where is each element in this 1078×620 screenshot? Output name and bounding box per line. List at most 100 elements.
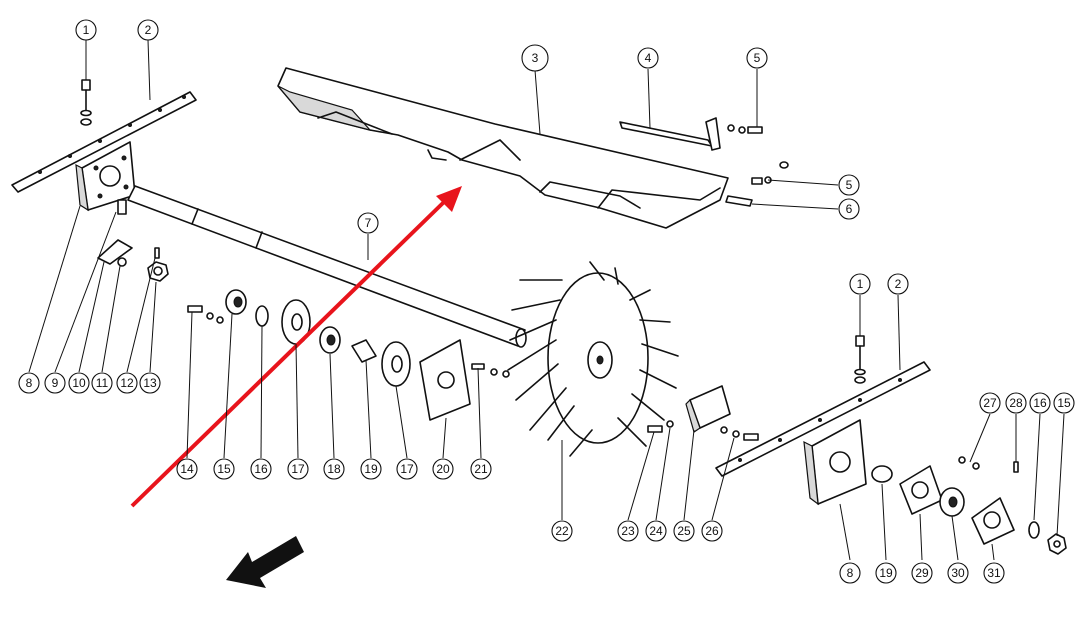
callout-label: 2	[145, 23, 152, 37]
callout-24: 24	[645, 520, 667, 542]
callout-19: 19	[360, 458, 382, 480]
callout-label: 6	[846, 202, 853, 216]
left-mounting-strip	[11, 91, 197, 193]
right-bearing-30	[939, 487, 965, 517]
callout-label: 4	[645, 51, 652, 65]
callout-label: 15	[1057, 396, 1071, 410]
callout-label: 29	[915, 566, 929, 580]
red-pointer-arrow	[130, 186, 462, 508]
callout-20: 20	[432, 458, 454, 480]
callout-1: 1	[75, 19, 97, 41]
callout-17: 17	[396, 458, 418, 480]
angle-bracket	[619, 117, 721, 151]
callout-label: 3	[532, 51, 539, 65]
callout-label: 31	[987, 566, 1001, 580]
callout-3-highlighted: 3	[521, 44, 549, 72]
block-bolt	[647, 420, 674, 433]
callout-label: 27	[983, 396, 997, 410]
callout-22: 22	[551, 520, 573, 542]
callout-label: 13	[143, 376, 157, 390]
callout-14: 14	[176, 458, 198, 480]
callout-5: 5	[838, 174, 860, 196]
callout-label: 24	[649, 524, 663, 538]
callout-label: 15	[217, 462, 231, 476]
right-mounting-strip	[715, 361, 931, 477]
callout-label: 17	[291, 462, 305, 476]
callout-9: 9	[44, 372, 66, 394]
block-bolt-set	[720, 426, 759, 441]
callout-30: 30	[947, 562, 969, 584]
front-ring	[255, 305, 269, 327]
callout-15: 15	[213, 458, 235, 480]
callout-2: 2	[887, 273, 909, 295]
callout-11: 11	[91, 372, 113, 394]
front-plate	[419, 339, 471, 421]
callout-8: 8	[18, 372, 40, 394]
callout-28: 28	[1005, 392, 1027, 414]
callout-label: 21	[474, 462, 488, 476]
callout-16: 16	[1029, 392, 1051, 414]
callout-10: 10	[68, 372, 90, 394]
callout-16: 16	[250, 458, 272, 480]
callout-23: 23	[617, 520, 639, 542]
front-small-bolt	[471, 363, 510, 378]
callout-26: 26	[701, 520, 723, 542]
callout-7: 7	[357, 212, 379, 234]
callout-label: 1	[857, 277, 864, 291]
callout-label: 19	[879, 566, 893, 580]
callout-label: 8	[847, 566, 854, 580]
callout-label: 22	[555, 524, 569, 538]
callout-label: 5	[754, 51, 761, 65]
callout-label: 14	[180, 462, 194, 476]
callout-8: 8	[839, 562, 861, 584]
top-cover-plate	[277, 67, 729, 229]
callout-label: 26	[705, 524, 719, 538]
front-sleeve	[351, 339, 377, 363]
front-bolt-washers	[187, 305, 224, 324]
right-flange-31	[971, 497, 1015, 545]
callout-label: 12	[120, 376, 134, 390]
callout-label: 1	[83, 23, 90, 37]
callout-label: 16	[254, 462, 268, 476]
front-bearing	[319, 326, 341, 354]
right-bolt	[854, 335, 866, 384]
callout-18: 18	[323, 458, 345, 480]
callout-label: 30	[951, 566, 965, 580]
front-flange-17b	[381, 341, 411, 387]
callout-4: 4	[637, 47, 659, 69]
callout-label: 25	[677, 524, 691, 538]
front-nut	[225, 289, 247, 315]
callout-31: 31	[983, 562, 1005, 584]
right-flange-29	[899, 465, 943, 515]
callout-label: 20	[436, 462, 450, 476]
fan-impeller	[507, 261, 679, 457]
callout-15: 15	[1053, 392, 1075, 414]
callout-5: 5	[746, 47, 768, 69]
direction-arrow-icon	[226, 536, 304, 588]
callout-label: 28	[1009, 396, 1023, 410]
callout-label: 18	[327, 462, 341, 476]
left-bolt	[80, 79, 92, 126]
callout-2: 2	[137, 19, 159, 41]
callout-label: 10	[72, 376, 86, 390]
callout-label: 19	[364, 462, 378, 476]
callout-25: 25	[673, 520, 695, 542]
callout-label: 2	[895, 277, 902, 291]
bearing-block	[685, 385, 731, 433]
callout-27: 27	[979, 392, 1001, 414]
right-small-parts	[958, 456, 1067, 555]
callout-label: 23	[621, 524, 635, 538]
right-bearing-bracket	[803, 419, 867, 506]
callout-label: 16	[1033, 396, 1047, 410]
callout-29: 29	[911, 562, 933, 584]
callout-21: 21	[470, 458, 492, 480]
leader-lines	[28, 39, 1065, 561]
callout-label: 7	[365, 216, 372, 230]
callout-label: 8	[26, 376, 33, 390]
right-sleeve	[871, 465, 893, 483]
callout-6: 6	[838, 198, 860, 220]
callout-label: 17	[400, 462, 414, 476]
callout-label: 11	[96, 376, 109, 390]
callout-19: 19	[875, 562, 897, 584]
